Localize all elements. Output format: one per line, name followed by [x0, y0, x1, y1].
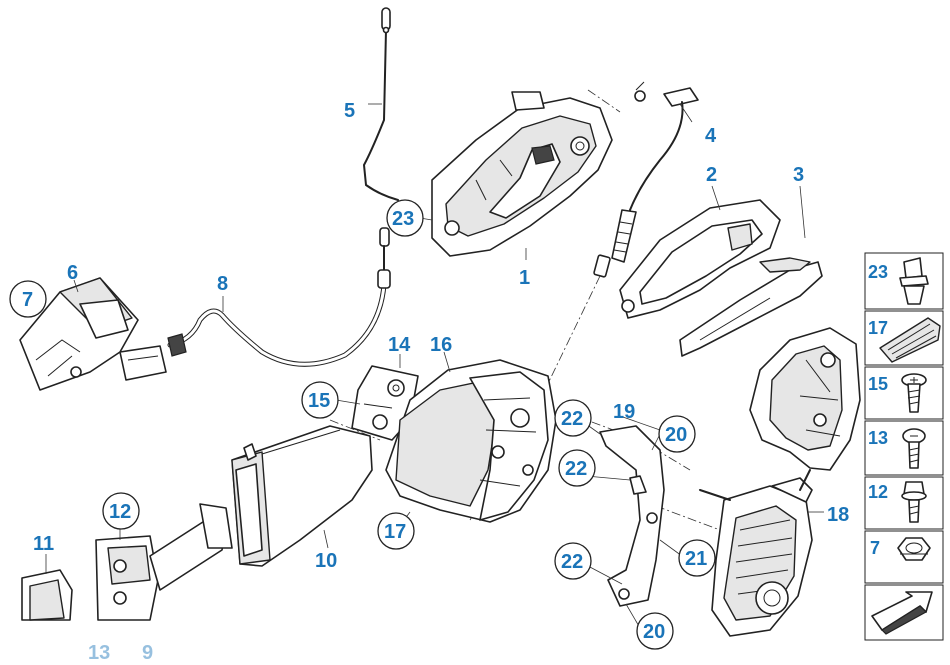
callout-20a: 20	[665, 424, 687, 446]
legend-label-12: 12	[868, 482, 888, 502]
callout-7: 7	[22, 289, 33, 311]
part-3-outer-handle[interactable]	[679, 257, 823, 357]
part-8-cable[interactable]	[119, 227, 391, 381]
callout-8: 8	[217, 273, 228, 295]
part-11-check-strap[interactable]	[21, 503, 233, 621]
bottom-crop	[0, 622, 200, 665]
legend-label-23: 23	[868, 262, 888, 282]
callout-20b: 20	[643, 621, 665, 643]
part-16-lock[interactable]	[385, 359, 557, 523]
part-1-handle-carrier[interactable]	[431, 91, 613, 257]
callout-21: 21	[685, 548, 707, 570]
legend-label-13: 13	[868, 428, 888, 448]
part-lock-module-right[interactable]	[749, 327, 861, 491]
callout-17: 17	[384, 521, 406, 543]
legend-box-13[interactable]	[864, 420, 944, 476]
legend-box-15[interactable]	[864, 366, 944, 420]
callout-11: 11	[33, 533, 54, 555]
callout-22c: 22	[561, 551, 583, 573]
callout-18: 18	[827, 504, 849, 526]
callout-19: 19	[613, 401, 635, 423]
hardware-legend: 23 17 15 13 12 7	[864, 252, 944, 641]
legend-box-12[interactable]	[864, 476, 944, 530]
callout-23: 23	[392, 208, 414, 230]
part-18-actuator[interactable]	[699, 477, 813, 637]
flange-bolt-icon	[901, 481, 927, 523]
callout-12: 12	[109, 501, 131, 523]
arrow-icon	[871, 591, 933, 635]
callout-4: 4	[705, 125, 717, 147]
leader-lines	[45, 103, 824, 629]
callout-6: 6	[67, 262, 78, 284]
callout-22a: 22	[561, 408, 583, 430]
legend-label-15: 15	[868, 374, 888, 394]
foam-pad-icon	[879, 317, 941, 363]
part-4-cable[interactable]	[593, 81, 699, 278]
part-2-gasket[interactable]	[619, 199, 781, 319]
callout-rings	[9, 199, 716, 650]
torx-screw-icon	[901, 373, 927, 413]
callout-2: 2	[706, 164, 717, 186]
callout-16: 16	[430, 334, 452, 356]
callout-10: 10	[315, 550, 337, 572]
callout-15: 15	[308, 390, 330, 412]
callout-3: 3	[793, 164, 804, 186]
callout-1: 1	[519, 267, 530, 289]
plug-clip-icon	[899, 257, 929, 305]
callout-14: 14	[388, 334, 411, 356]
hex-nut-icon	[897, 537, 931, 561]
legend-label-7: 7	[870, 538, 880, 558]
callout-5: 5	[344, 100, 355, 122]
part-10-cover[interactable]	[231, 425, 373, 567]
part-19-bracket[interactable]	[599, 415, 665, 607]
part-5-rod[interactable]	[362, 7, 399, 201]
hex-screw-icon	[902, 428, 926, 469]
callout-22b: 22	[565, 458, 587, 480]
legend-label-17: 17	[868, 318, 888, 338]
